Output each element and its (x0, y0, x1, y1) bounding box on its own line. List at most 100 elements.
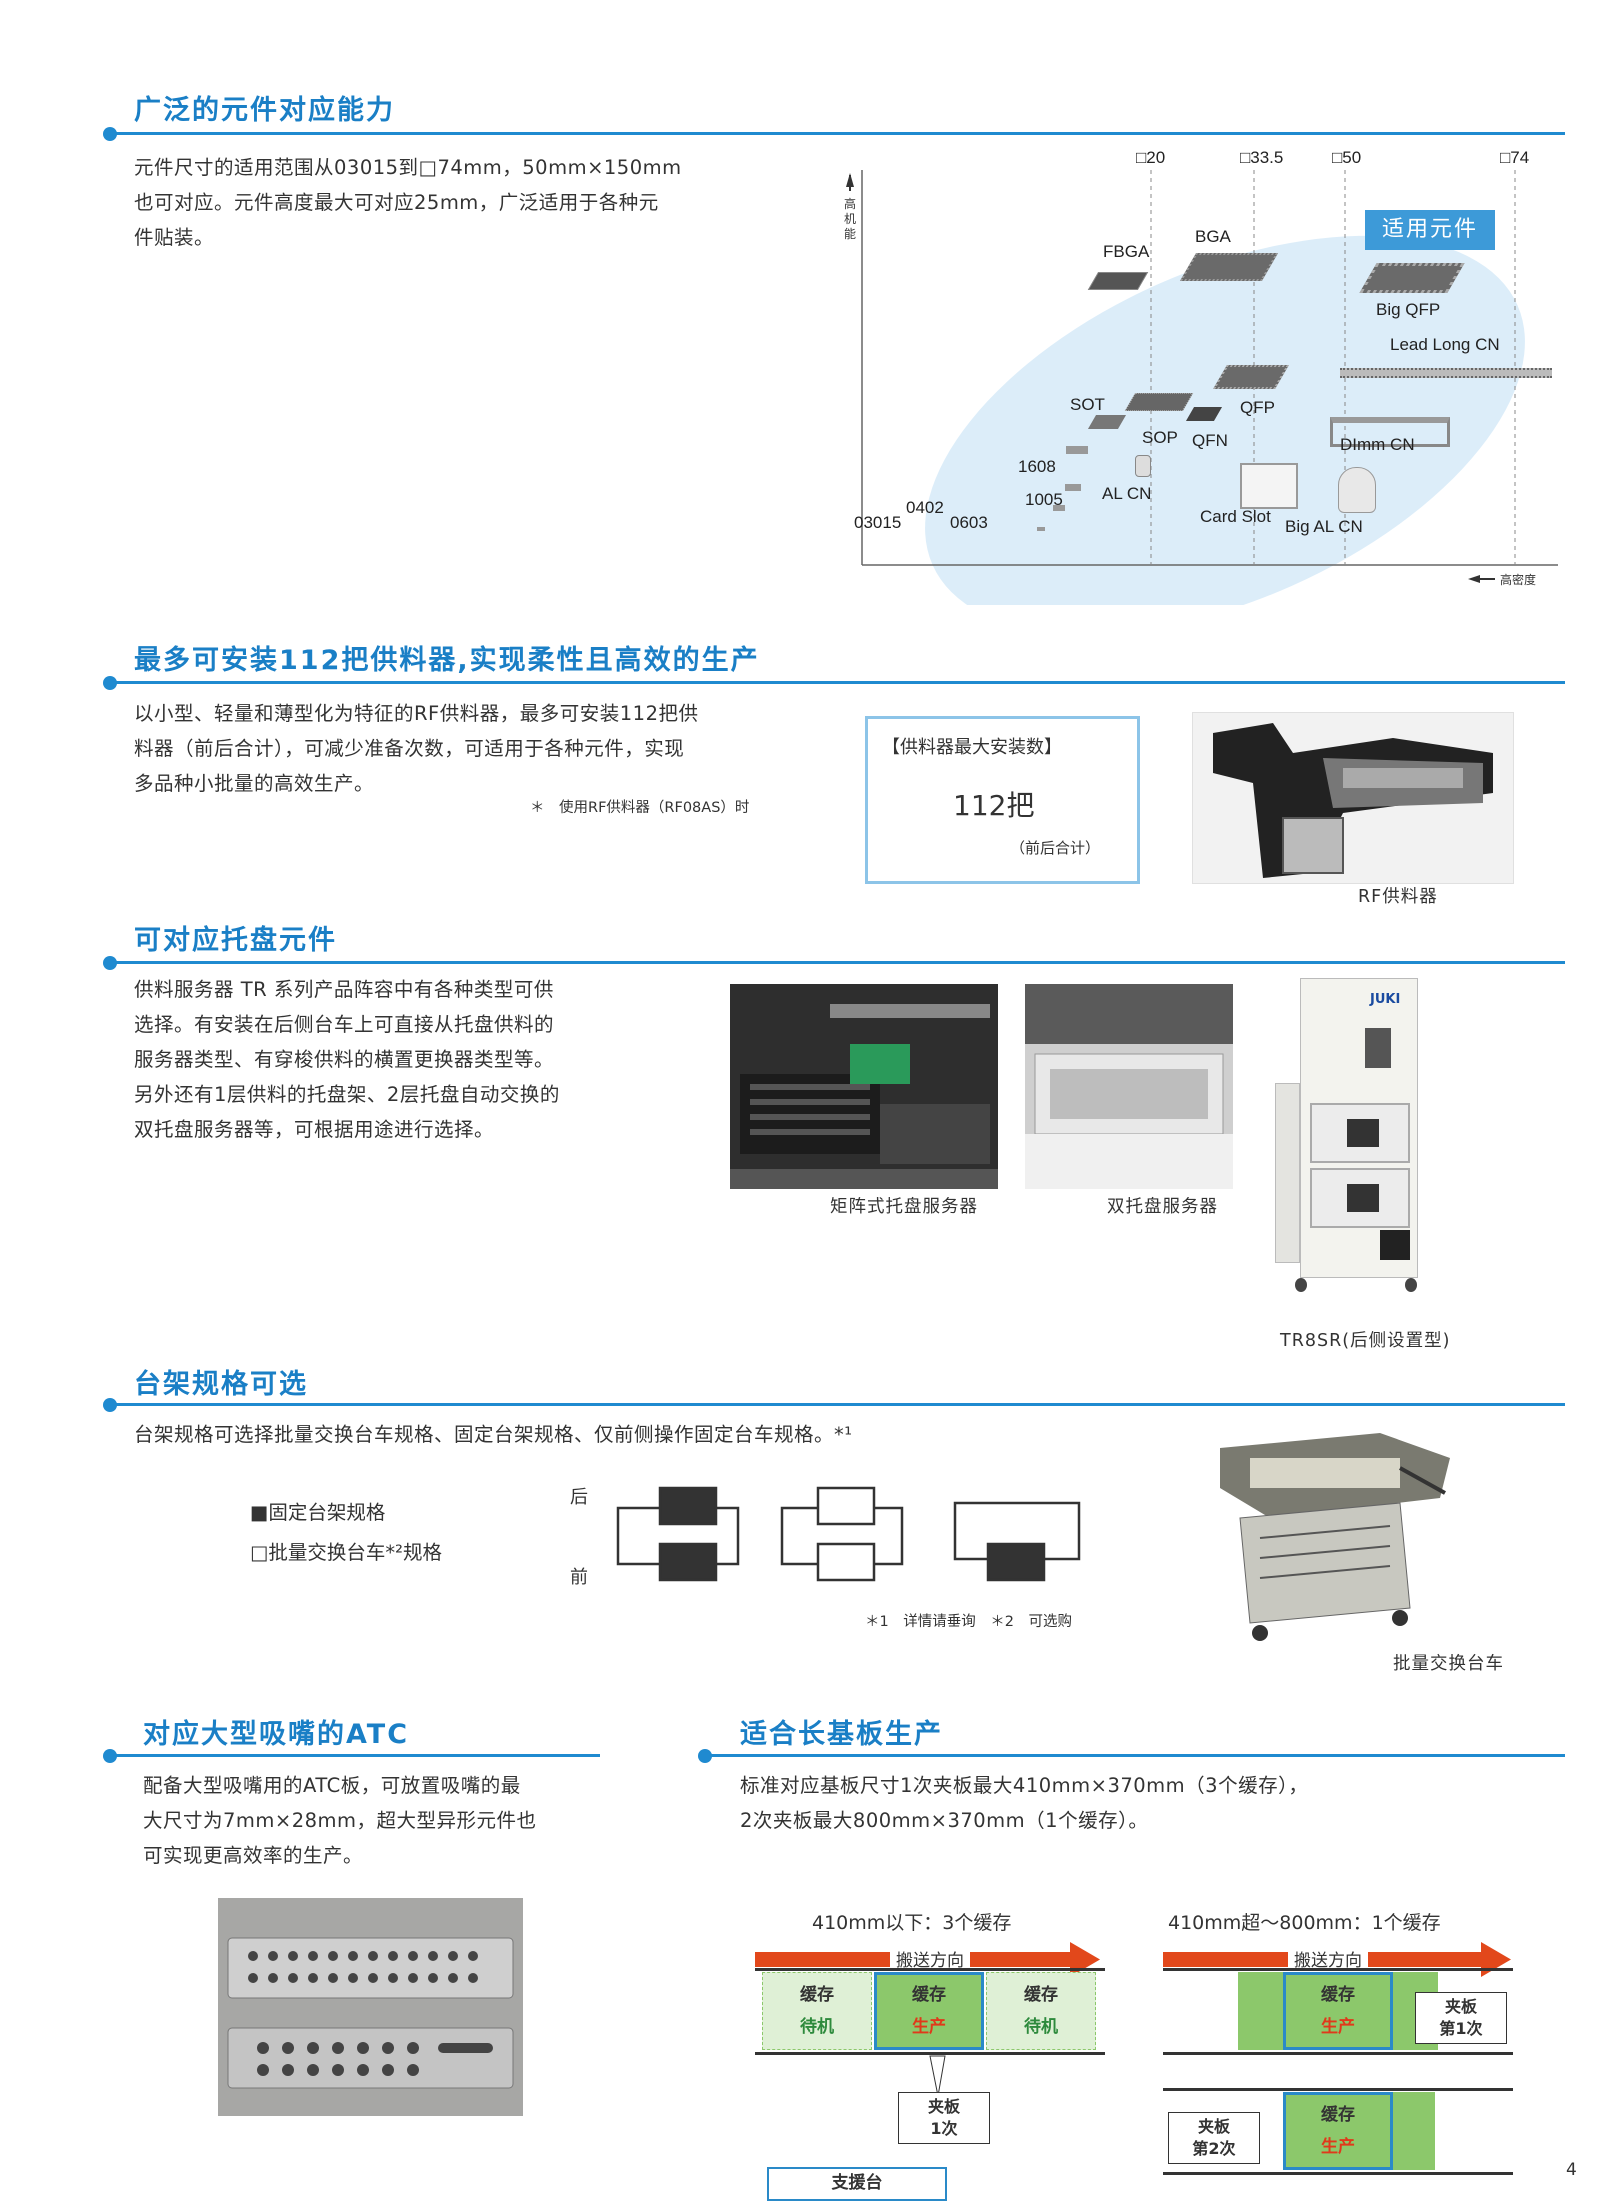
section1-line-1: 元件尺寸的适用范围从03015到□74mm，50mm×150mm (134, 156, 682, 179)
feeder-box-value: 112把 (953, 789, 1035, 822)
left-direction-label: 搬送方向 (890, 1946, 970, 1971)
feeder-count-box: 【供料器最大安装数】 112把 （前后合计） (865, 716, 1140, 884)
chip-03015-icon (1037, 527, 1045, 531)
right-clamp2-box: 夹板 第2次 (1168, 2112, 1260, 2164)
section6-line-2: 2次夹板最大800mm×370mm（1个缓存）。 (740, 1809, 1149, 1832)
left-buffer-2-top: 缓存 (912, 1985, 946, 2005)
feeder-box-title: 【供料器最大安装数】 (882, 737, 1062, 758)
section1-title: 广泛的元件对应能力 (134, 95, 395, 126)
section5-text: 配备大型吸嘴用的ATC板，可放置吸嘴的最 大尺寸为7mm×28mm，超大型异形元… (143, 1768, 613, 1873)
section4-dot (103, 1398, 117, 1412)
section2-title: 最多可安装112把供料器,实现柔性且高效的生产 (134, 645, 760, 676)
label-03015: 03015 (854, 513, 902, 532)
juki-logo: JUKI (1370, 992, 1401, 1007)
tr8sr-side (1275, 1083, 1300, 1263)
section3-line-5: 双托盘服务器等，可根据用途进行选择。 (134, 1118, 495, 1141)
section2-rule (110, 681, 1565, 684)
label-sot: SOT (1070, 395, 1105, 414)
left-clamp-box: 夹板 1次 (898, 2092, 990, 2144)
legend-batch-cart: □批量交换台车*²规格 (250, 1541, 442, 1564)
support-table-label: 支援台 (767, 2167, 947, 2201)
section6-text: 标准对应基板尺寸1次夹板最大410mm×370mm（3个缓存）， 2次夹板最大8… (740, 1768, 1560, 1838)
section5-line-2: 大尺寸为7mm×28mm，超大型异形元件也 (143, 1809, 537, 1832)
left-clamp-pointer (929, 2055, 946, 2096)
section2-line-1: 以小型、轻量和薄型化为特征的RF供料器，最多可安装112把供 (134, 702, 699, 725)
right-rail-top (1163, 1968, 1513, 1971)
right-buffer-1: 缓存 生产 (1283, 1972, 1393, 2050)
matrix-tray-caption: 矩阵式托盘服务器 (830, 1197, 978, 1217)
right-clamp1-line-2: 第1次 (1439, 2019, 1483, 2038)
left-rail-top (755, 1968, 1105, 1971)
section4-title: 台架规格可选 (134, 1369, 308, 1400)
right-rail-bottom (1163, 2052, 1513, 2055)
label-lead-long-cn: Lead Long CN (1390, 335, 1500, 354)
atc-plate-illustration (218, 1898, 523, 2116)
section5-dot (103, 1749, 117, 1763)
bga-chip-icon (1179, 253, 1279, 281)
tr8sr-panel (1365, 1028, 1391, 1068)
section1-line-3: 件贴装。 (134, 226, 215, 249)
right-clamp1-line-1: 夹板 (1444, 1997, 1477, 2016)
component-range-chart: 高机能 高密度 □20 □33.5 □50 □74 适用元件 FBGA BGA … (840, 145, 1570, 605)
section3-line-2: 选择。有安装在后侧台车上可直接从托盘供料的 (134, 1013, 555, 1036)
page-number: 4 (1566, 2160, 1577, 2180)
chip-1608-icon (1066, 446, 1088, 454)
left-clamp-line-2: 1次 (930, 2119, 958, 2138)
section3-text: 供料服务器 TR 系列产品阵容中有各种类型可供 选择。有安装在后侧台车上可直接从… (134, 972, 694, 1147)
size-mark-74: □74 (1500, 148, 1530, 167)
section1-dot (103, 127, 117, 141)
left-buffer-1-bottom: 待机 (800, 2017, 834, 2037)
chip-0402-icon (1053, 505, 1065, 511)
label-sop: SOP (1142, 428, 1178, 447)
section1-text: 元件尺寸的适用范围从03015到□74mm，50mm×150mm 也可对应。元件… (134, 150, 774, 255)
section2-dot (103, 676, 117, 690)
section3-line-3: 服务器类型、有穿梭供料的横置更换器类型等。 (134, 1048, 555, 1071)
left-buffer-2-bottom: 生产 (912, 2017, 946, 2037)
right-clamp2-line-2: 第2次 (1192, 2139, 1236, 2158)
right-buffer-1-bottom: 生产 (1321, 2017, 1355, 2037)
dual-tray-server-photo (1025, 984, 1233, 1189)
label-bga: BGA (1195, 227, 1231, 246)
label-qfn: QFN (1192, 431, 1228, 450)
section4-note: ＊1 详情请垂询 ＊2 可选购 (865, 1614, 1072, 1630)
left-diagram-title: 410mm以下：3个缓存 (812, 1912, 1012, 1934)
section3-rule (110, 961, 1565, 964)
matrix-tray-illustration (730, 984, 998, 1189)
big-qfp-chip-icon (1359, 263, 1465, 293)
size-mark-20: □20 (1136, 148, 1166, 167)
label-qfp: QFP (1240, 398, 1275, 417)
label-0402: 0402 (906, 498, 944, 517)
label-front: 前 (570, 1567, 588, 1588)
section3-dot (103, 956, 117, 970)
tr8sr-wheel-2 (1405, 1278, 1417, 1292)
label-0603: 0603 (950, 513, 988, 532)
section6-rule (705, 1754, 1565, 1757)
batch-cart-caption: 批量交换台车 (1393, 1654, 1504, 1674)
section5-line-1: 配备大型吸嘴用的ATC板，可放置吸嘴的最 (143, 1774, 521, 1797)
big-al-cn-icon (1338, 467, 1376, 513)
legend-fixed-rack: ■固定台架规格 (250, 1501, 386, 1524)
applicable-components-badge: 适用元件 (1365, 210, 1495, 250)
tr8sr-caption: TR8SR(后侧设置型) (1280, 1331, 1451, 1351)
left-buffer-3-bottom: 待机 (1024, 2017, 1058, 2037)
right-rail2-top (1163, 2088, 1513, 2091)
left-direction-arrow: 搬送方向 (755, 1940, 1105, 1980)
label-back: 后 (570, 1487, 588, 1508)
fbga-chip-icon (1087, 272, 1149, 290)
right-buffer-2-top: 缓存 (1321, 2105, 1355, 2125)
section3-line-4: 另外还有1层供料的托盘架、2层托盘自动交换的 (134, 1083, 560, 1106)
label-1608: 1608 (1018, 457, 1056, 476)
tr8sr-vent (1380, 1230, 1410, 1260)
left-clamp-line-1: 夹板 (927, 2097, 960, 2116)
right-clamp2-line-1: 夹板 (1197, 2117, 1230, 2136)
section4-rule (110, 1403, 1565, 1406)
tr8sr-drawer-1 (1310, 1103, 1410, 1163)
right-buffer-1-top: 缓存 (1321, 1985, 1355, 2005)
y-axis-label: 高机能 (843, 197, 856, 241)
label-big-al-cn: Big AL CN (1285, 517, 1363, 536)
sop-chip-icon (1124, 393, 1194, 411)
label-big-qfp: Big QFP (1376, 300, 1441, 319)
section2-text: 以小型、轻量和薄型化为特征的RF供料器，最多可安装112把供 料器（前后合计），… (134, 696, 814, 801)
right-direction-label: 搬送方向 (1288, 1946, 1368, 1971)
lead-long-cn-icon (1340, 368, 1552, 378)
